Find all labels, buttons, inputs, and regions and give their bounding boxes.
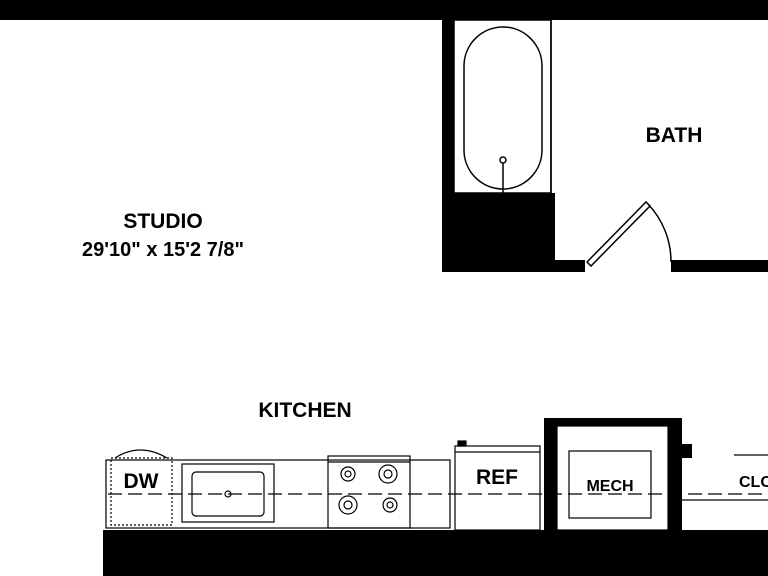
wall-stub — [682, 444, 692, 458]
mech-label: MECH — [586, 478, 633, 495]
studio-dimensions: 29'10" x 15'2 7/8" — [82, 239, 244, 261]
door-swing-arc — [647, 203, 672, 263]
burner-icon — [340, 466, 356, 482]
dishwasher-lid — [114, 449, 168, 459]
burner-icon — [338, 495, 358, 515]
burner-icon — [378, 464, 398, 484]
bathtub — [453, 19, 552, 194]
burner-icon — [382, 497, 398, 513]
burner-icon — [343, 500, 353, 510]
mech-unit — [568, 450, 652, 519]
top-wall — [0, 0, 768, 20]
refrigerator-label: REF — [476, 466, 518, 489]
dishwasher-label: DW — [124, 470, 159, 493]
bath-bottom-wall-left — [442, 260, 585, 272]
burner-icon — [386, 501, 394, 509]
tub-platform — [454, 193, 555, 260]
door-leaf — [585, 200, 652, 268]
closet-label: CLO — [739, 474, 768, 491]
bath-label: BATH — [646, 124, 703, 147]
kitchen-label: KITCHEN — [258, 399, 351, 422]
mech-wall-right — [668, 418, 682, 530]
burner-icon — [383, 469, 393, 479]
bath-door — [585, 200, 672, 268]
mech-wall-left — [544, 418, 557, 530]
refrigerator-box — [454, 445, 541, 531]
tub-faucet-icon — [499, 156, 507, 164]
bottom-wall — [103, 530, 768, 576]
bath-bottom-wall-right — [671, 260, 768, 272]
mech-room — [556, 425, 669, 531]
refrigerator-handle — [457, 440, 467, 447]
studio-label: STUDIO — [123, 210, 202, 233]
sink-outer — [181, 463, 275, 523]
bath-left-wall — [442, 20, 454, 272]
burner-icon — [344, 470, 352, 478]
stove — [327, 455, 411, 529]
